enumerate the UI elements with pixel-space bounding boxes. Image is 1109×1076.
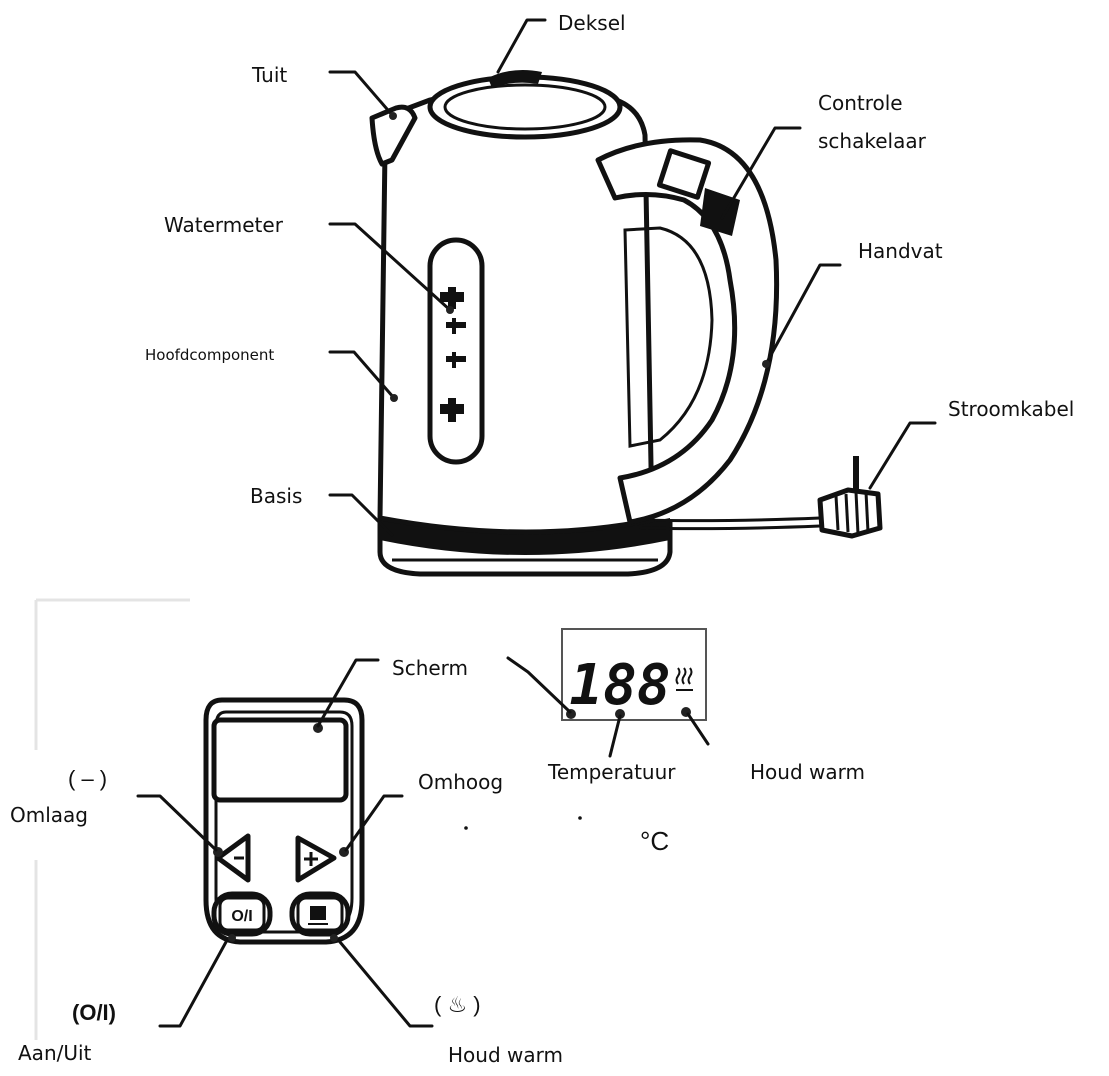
label-lid: Deksel: [558, 11, 626, 35]
leader-screen: [316, 658, 380, 728]
panel-callouts: Scherm ( – ) Omlaag Omhoog (O/I) Aan/Uit…: [10, 656, 563, 1067]
leader-handle: [764, 263, 842, 366]
label-water-gauge: Watermeter: [164, 213, 284, 237]
label-power: Aan/Uit: [18, 1041, 92, 1065]
power-cord-line-2: [639, 524, 821, 531]
label-up: Omhoog: [418, 770, 503, 794]
kettle-base-band: [380, 518, 670, 555]
leader-power: [158, 940, 228, 1028]
label-down: Omlaag: [10, 803, 88, 827]
kettle-callouts: Deksel Tuit Controle schakelaar Watermet…: [145, 11, 1074, 537]
leader-down: [136, 794, 218, 852]
control-panel: O/I: [203, 697, 365, 945]
leader-water-gauge: [328, 222, 452, 312]
display-frame: [561, 628, 707, 721]
leader-power-cord: [868, 421, 937, 490]
label-handle: Handvat: [858, 239, 943, 263]
up-button[interactable]: [295, 835, 337, 883]
power-cord-line: [638, 516, 822, 523]
water-gauge-window: [427, 237, 485, 465]
display-dot-temperature: [615, 709, 625, 719]
control-switch-body: [656, 148, 740, 236]
display-digits: 188: [569, 653, 670, 718]
display-keep-warm-icon: [675, 667, 693, 691]
label-power-symbol: (O/I): [72, 1000, 116, 1025]
label-power-cord: Stroomkabel: [948, 397, 1074, 421]
leader-temperature: [608, 714, 622, 758]
kettle-handle-inner: [623, 226, 714, 448]
leader-display-screen: [506, 656, 572, 714]
label-spout: Tuit: [251, 63, 287, 87]
down-button[interactable]: [215, 833, 251, 883]
water-gauge-marks: [440, 287, 466, 422]
label-unit: °C: [640, 826, 669, 856]
keep-warm-button[interactable]: [289, 891, 351, 937]
label-keep-warm: Houd warm: [448, 1043, 563, 1067]
power-button[interactable]: O/I: [211, 891, 273, 937]
leader-control-switch: [720, 126, 802, 220]
leader-base: [328, 493, 394, 537]
label-minus-symbol: ( – ): [68, 766, 107, 791]
label-control-switch-1: Controle: [818, 91, 903, 115]
leader-main-body: [328, 350, 396, 400]
leader-display-keep-warm: [686, 712, 710, 746]
leader-spout: [328, 70, 395, 118]
label-display-keep-warm: Houd warm: [750, 760, 865, 784]
label-screen: Scherm: [392, 656, 468, 680]
kettle-spout: [369, 104, 418, 167]
kettle-lid-knob: [488, 70, 542, 88]
stray-dot-2: [578, 816, 582, 820]
power-button-text: O/I: [231, 908, 252, 925]
label-base: Basis: [250, 484, 302, 508]
panel-screen: [211, 717, 349, 803]
stray-dot-1: [464, 826, 468, 830]
label-keep-warm-symbol: ( ♨ ): [434, 992, 481, 1017]
kettle-lid-inner: [443, 83, 607, 131]
label-control-switch-2: schakelaar: [818, 129, 927, 153]
power-plug: [817, 456, 883, 539]
leader-lid: [496, 18, 547, 74]
display-detail: 188 Temperatuur Houd warm °C: [464, 628, 865, 856]
faded-guide-lines: [34, 598, 190, 1040]
kettle-illustration: [369, 70, 883, 577]
label-temperature: Temperatuur: [547, 760, 676, 784]
label-main-body: Hoofdcomponent: [145, 346, 274, 364]
leader-up: [344, 794, 404, 852]
leader-keep-warm: [338, 940, 434, 1028]
